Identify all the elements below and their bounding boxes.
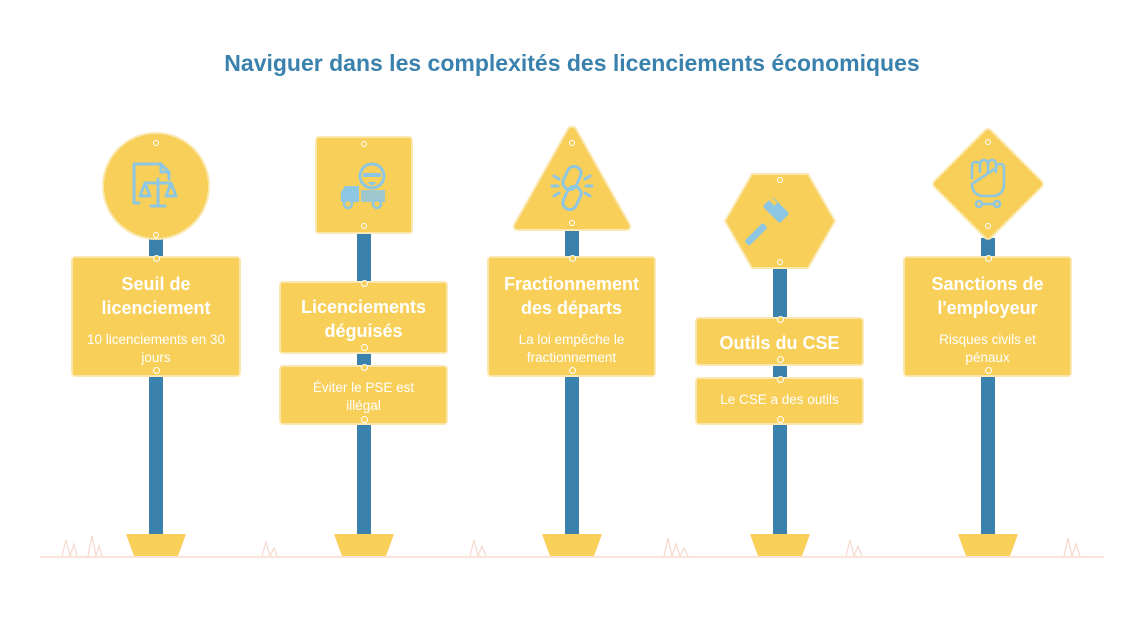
board-bolt [777,376,784,383]
board-bolt [361,280,368,287]
sign-base [334,534,394,556]
board-bolt [777,356,784,363]
hexagon-sign [724,173,836,269]
sign-base [126,534,186,556]
board-bolt [777,416,784,423]
sign-board: Sanctions de l'employeur Risques civils … [903,256,1072,377]
board-bolt [361,364,368,371]
sign-description: 10 licenciements en 30 jours [86,332,226,365]
sign-base [542,534,602,556]
sign-description: Le CSE a des outils [720,392,839,407]
sign-base [750,534,810,556]
board-bolt [153,367,160,374]
sign-description: Éviter le PSE est illégal [312,380,415,413]
triangle-sign [512,125,632,231]
page-title: Naviguer dans les complexités des licenc… [224,50,920,76]
sign-heading: Outils du CSE [719,333,840,353]
truck-worker-icon [341,162,386,210]
board-bolt [361,416,368,423]
board-bolt [985,367,992,374]
fist-handcuffs-icon [970,158,1006,209]
document-balance-icon [132,162,178,208]
sign-base [958,534,1018,556]
sign-board: Seuil de licenciement 10 licenciements e… [71,256,241,377]
square-sign [315,136,413,234]
board-bolt [569,255,576,262]
sign-description: La loi empêche le fractionnement [518,332,625,365]
board-bolt [361,344,368,351]
board-bolt [153,255,160,262]
sign-board: Fractionnement des départs La loi empêch… [487,256,656,377]
diamond-sign [932,128,1044,240]
sign-heading: Sanctions de l'employeur [931,274,1044,318]
sign-heading: Fractionnement des départs [503,274,640,318]
gavel-icon [745,197,789,246]
broken-chain-icon [550,164,594,212]
sign-description: Risques civils et pénaux [939,332,1036,365]
board-bolt [985,255,992,262]
board-bolt [777,316,784,323]
sign-board: Licenciements déguisés [279,281,448,354]
board-bolt [569,367,576,374]
sign-heading: Licenciements déguisés [300,297,427,341]
circle-sign [102,132,210,240]
sign-board: Éviter le PSE est illégal [279,365,448,425]
sign-heading: Seuil de licenciement [101,274,211,318]
